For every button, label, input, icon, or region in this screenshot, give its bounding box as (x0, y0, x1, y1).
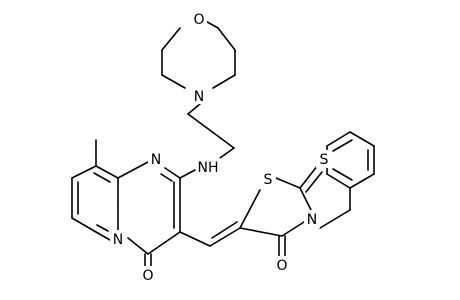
amine-bond (179, 169, 196, 179)
atom-label-o-morpholine: O (193, 12, 204, 28)
atom-label-n-thiazolidinone: N (307, 212, 317, 228)
morpholine-ring (161, 17, 236, 89)
methylidene-linker (179, 221, 241, 247)
atom-o-morpholine: O (191, 10, 207, 28)
atom-label-s-ring: S (264, 172, 273, 188)
atom-o-carbonyl-right: O (274, 256, 290, 274)
atom-n-morpholine: N (191, 86, 207, 105)
atom-label-s-thione: S (320, 152, 329, 168)
atom-label-n-pyrimidine: N (151, 152, 161, 168)
ethylene-linker (187, 103, 235, 159)
thiazolidinone-ring (239, 164, 323, 257)
pyridopyrimidine-core (71, 139, 181, 269)
atom-label-n-morpholine: N (194, 89, 204, 105)
atom-label-o-carbonyl-right: O (276, 258, 287, 274)
atom-label-nh-amine: NH (198, 160, 219, 176)
atom-n-pyrimidine: N (148, 150, 164, 168)
atom-s-thione: S (316, 150, 332, 168)
atom-n-thiazolidinone: N (304, 210, 320, 228)
atom-o-carbonyl-left: O (140, 266, 156, 284)
atom-label-n-bridgehead: N (113, 232, 123, 248)
atom-label-o-carbonyl-left: O (142, 268, 153, 284)
atom-n-bridgehead: N (110, 230, 126, 248)
atom-s-ring: S (260, 170, 276, 188)
benzyl-group (319, 131, 375, 229)
atom-nh-amine: NH (196, 158, 220, 176)
